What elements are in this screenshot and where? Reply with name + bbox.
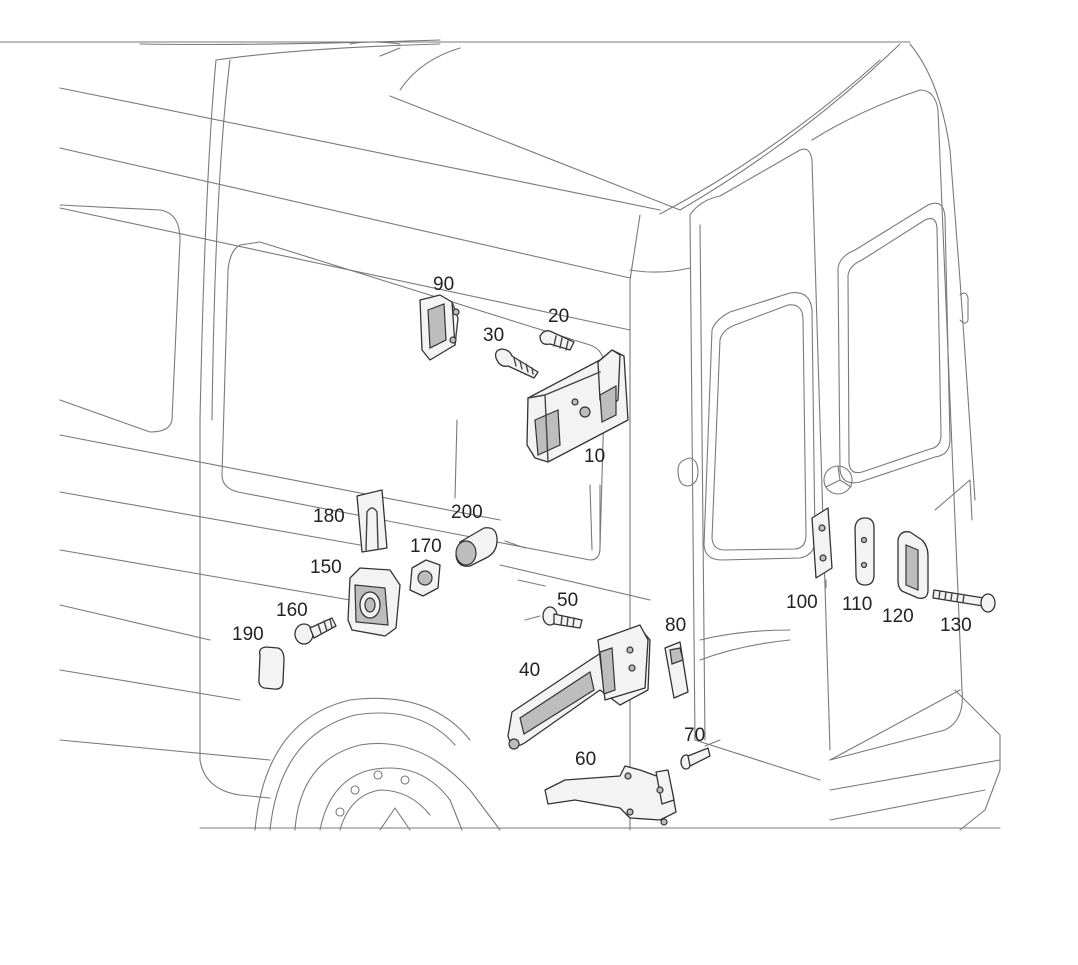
label-30: 30	[483, 325, 504, 346]
part-30-bolt	[494, 348, 539, 379]
label-110: 110	[842, 594, 872, 615]
label-60: 60	[575, 749, 596, 770]
part-160-screw	[294, 617, 337, 645]
part-180-clip	[356, 489, 388, 553]
part-80-gasket	[664, 641, 689, 699]
part-labels: 90 30 20 10 180 200 170 150 160 190 50 8…	[232, 274, 972, 770]
van-body-outline	[0, 39, 1001, 831]
part-170-nut	[409, 559, 441, 597]
part-200-cylinder	[455, 527, 498, 567]
label-20: 20	[548, 306, 569, 327]
part-120-striker	[897, 531, 929, 599]
part-70-pin	[680, 747, 711, 770]
part-40-strap	[507, 624, 651, 750]
label-180: 180	[313, 506, 345, 527]
label-170: 170	[410, 536, 442, 557]
part-150-housing	[347, 567, 401, 637]
label-70: 70	[684, 725, 705, 746]
part-110-shim	[854, 517, 875, 586]
part-60-hinge-bracket	[544, 765, 677, 826]
label-50: 50	[557, 590, 578, 611]
label-90: 90	[433, 274, 454, 295]
label-200: 200	[451, 502, 483, 523]
label-40: 40	[519, 660, 540, 681]
part-10-hinge	[526, 349, 629, 463]
label-130: 130	[940, 615, 972, 636]
label-160: 160	[276, 600, 308, 621]
label-190: 190	[232, 624, 264, 645]
part-130-bolt	[932, 589, 996, 613]
leader-lines	[454, 419, 827, 747]
part-50-bolt	[542, 606, 583, 629]
part-20-screw	[539, 330, 575, 351]
part-100-plate	[811, 507, 833, 579]
part-190-pad	[258, 646, 285, 690]
label-10: 10	[584, 446, 605, 467]
part-90-bracket	[419, 294, 460, 361]
label-80: 80	[665, 615, 686, 636]
label-100: 100	[786, 592, 818, 613]
label-120: 120	[882, 606, 914, 627]
label-150: 150	[310, 557, 342, 578]
